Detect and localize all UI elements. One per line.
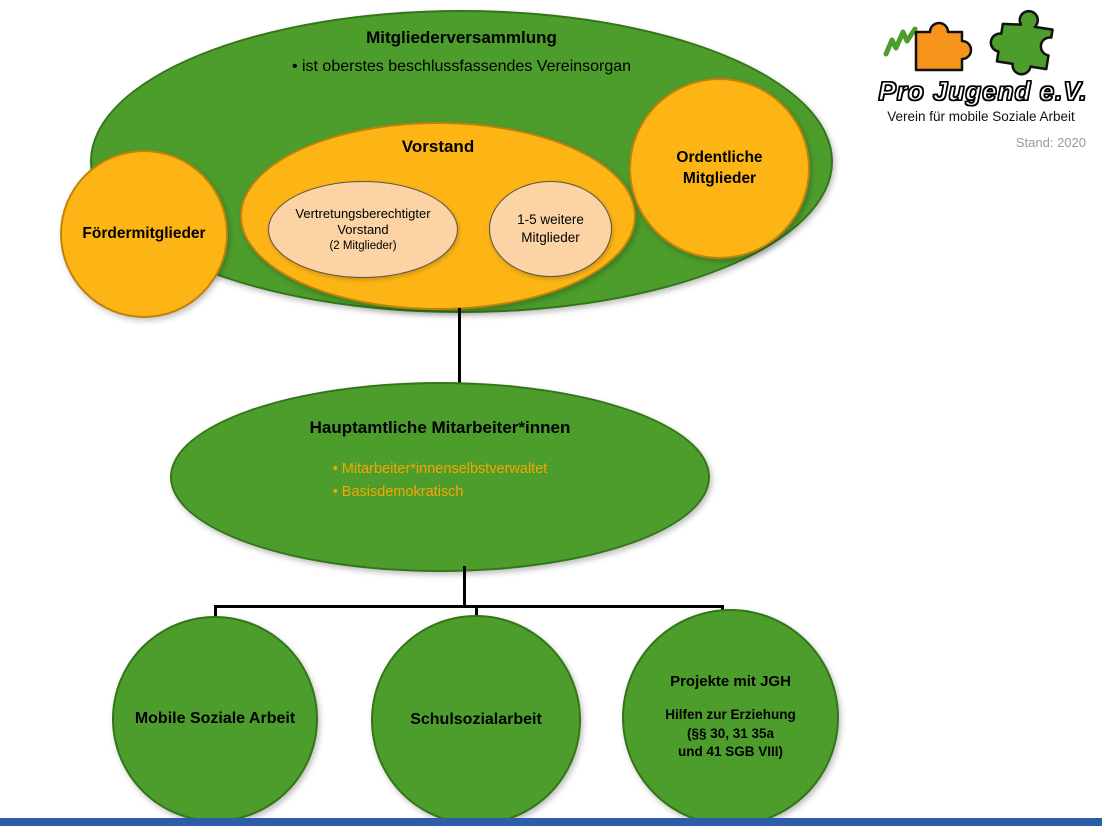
vertretung-line2: Vorstand (337, 222, 389, 238)
ordentliche-line1: Ordentliche (676, 148, 763, 166)
vertretung-line1: Vertretungsberechtigter (295, 206, 431, 222)
puzzle-piece-green-group (989, 9, 1054, 76)
projekte-line1: Hilfen zur Erziehung (665, 706, 796, 722)
weitere-line1: 1-5 weitere (517, 212, 584, 228)
node-weitere-mitglieder: 1-5 weitere Mitglieder (489, 181, 612, 277)
puzzle-piece-green (989, 9, 1054, 76)
node-projekte-jgh: Projekte mit JGH Hilfen zur Erziehung (§… (622, 609, 839, 826)
connector-haupt-down (463, 566, 466, 608)
projekte-line3: und 41 SGB VIII) (677, 744, 783, 760)
stand-note: Stand: 2020 (1015, 135, 1086, 150)
foerdermitglieder-label: Fördermitglieder (82, 225, 206, 242)
projekte-line2: (§§ 30, 31 35a (686, 725, 775, 741)
hauptamtliche-bullet-1: • Mitarbeiter*innenselbstverwaltet (332, 461, 548, 477)
node-mobile-soziale-arbeit: Mobile Soziale Arbeit (112, 616, 318, 822)
node-foerdermitglieder: Fördermitglieder (60, 150, 228, 318)
connector-stub-left (214, 605, 217, 619)
hauptamtliche-title: Hauptamtliche Mitarbeiter*innen (309, 418, 571, 437)
node-vertretungsberechtigter-vorstand: Vertretungsberechtigter Vorstand (2 Mitg… (268, 181, 458, 278)
mitgliederversammlung-bullet: • ist oberstes beschlussfassendes Verein… (291, 58, 632, 75)
logo-name: Pro Jugend e.V. (878, 75, 1088, 106)
vertretung-line3: (2 Mitglieder) (329, 239, 397, 252)
node-ordentliche-mitglieder: Ordentliche Mitglieder (629, 78, 810, 259)
logo-subtitle: Verein für mobile Soziale Arbeit (887, 109, 1075, 124)
mitgliederversammlung-title: Mitgliederversammlung (366, 28, 557, 47)
puzzle-piece-orange (914, 21, 973, 72)
hauptamtliche-bullet-2: • Basisdemokratisch (332, 484, 464, 501)
vorstand-title: Vorstand (401, 137, 475, 156)
node-hauptamtliche (170, 382, 710, 572)
projekte-title: Projekte mit JGH (670, 672, 791, 690)
footer-bar (0, 818, 1102, 826)
puzzle-pieces-icon (883, 9, 1054, 76)
hauptamtliche-bullets: • Mitarbeiter*innenselbstverwaltet • Bas… (170, 458, 710, 504)
connector-mv-to-haupt (458, 308, 461, 386)
weitere-line2: Mitglieder (521, 230, 580, 245)
schulsozialarbeit-label: Schulsozialarbeit (410, 711, 542, 728)
node-schulsozialarbeit: Schulsozialarbeit (371, 615, 581, 825)
logo-name-wrap: Pro Jugend e.V. (872, 75, 1094, 107)
connector-horizontal (214, 605, 724, 608)
projekte-detail: Hilfen zur Erziehung (§§ 30, 31 35a und … (665, 706, 796, 763)
connector-stub-middle (475, 605, 478, 619)
logo-scribble (883, 26, 918, 57)
ordentliche-line2: Mitglieder (682, 169, 757, 187)
mobile-soziale-arbeit-label: Mobile Soziale Arbeit (134, 710, 296, 727)
